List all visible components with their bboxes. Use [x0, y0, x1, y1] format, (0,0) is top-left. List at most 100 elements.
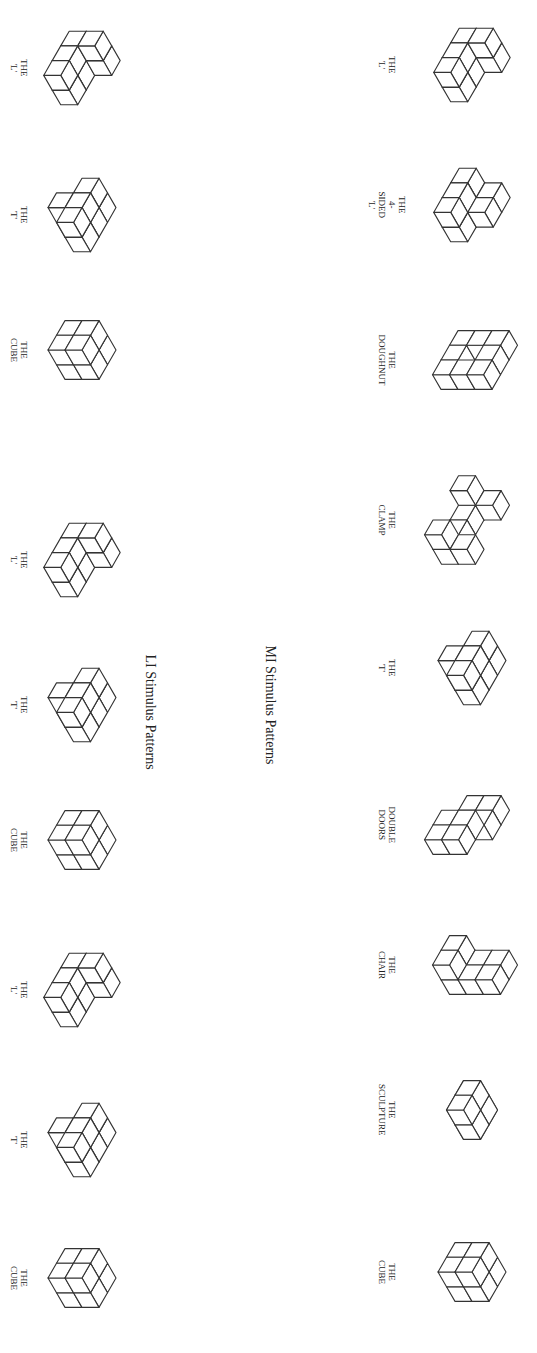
cube-face — [464, 1287, 490, 1302]
cube-face — [434, 198, 460, 213]
cube-face — [450, 476, 476, 491]
cube-face — [74, 178, 100, 193]
pattern-label: THE CUBE — [9, 338, 29, 362]
block-figure — [48, 668, 116, 742]
cube-face — [464, 631, 490, 646]
pattern-label: THE 'T' — [9, 696, 29, 714]
cube-face — [450, 491, 476, 506]
cube-face — [44, 75, 70, 90]
cube-face — [44, 553, 70, 568]
cube-face — [86, 61, 112, 76]
pattern-label: THE 'L' — [9, 59, 29, 77]
cube-face — [65, 840, 91, 855]
cube-face — [476, 505, 502, 520]
block-figure — [438, 1243, 506, 1302]
cube-face — [455, 1257, 481, 1272]
cube-face — [65, 825, 91, 840]
cube-face — [44, 567, 70, 582]
block-figure — [44, 953, 121, 1027]
cube-face — [74, 811, 100, 826]
cube-face — [57, 712, 83, 727]
pattern-label: THE 'L' — [377, 56, 397, 74]
cube-face — [78, 31, 104, 46]
pattern-label: THE 'T' — [9, 1131, 29, 1149]
cube-face — [52, 90, 78, 105]
cube-face — [433, 950, 459, 965]
cube-face — [52, 968, 78, 983]
cube-face — [74, 1293, 100, 1308]
cube-face — [434, 212, 460, 227]
cube-face — [475, 965, 501, 980]
block-figure — [48, 321, 116, 380]
cube-face — [52, 538, 78, 553]
block-figure — [48, 1103, 116, 1177]
cube-face — [86, 553, 112, 568]
cube-face — [441, 345, 467, 360]
block-figure — [48, 811, 116, 870]
cube-face — [434, 72, 460, 87]
cube-face — [44, 997, 70, 1012]
cube-face — [468, 198, 494, 213]
cube-face — [442, 87, 468, 102]
cube-face — [52, 582, 78, 597]
cube-face — [434, 58, 460, 73]
cube-face — [65, 1263, 91, 1278]
cube-face — [425, 535, 451, 550]
cube-face — [447, 1095, 473, 1110]
cube-face — [433, 965, 459, 980]
cube-face — [65, 1278, 91, 1293]
cube-face — [484, 950, 510, 965]
cube-face — [78, 523, 104, 538]
cube-face — [57, 208, 83, 223]
cube-face — [57, 222, 83, 237]
cube-face — [455, 646, 481, 661]
cube-face — [65, 193, 91, 208]
cube-face — [65, 237, 91, 252]
cube-face — [74, 1249, 100, 1264]
block-figure — [48, 1249, 116, 1308]
block-figure — [434, 168, 511, 242]
cube-face — [455, 1272, 481, 1287]
cube-face — [450, 810, 476, 825]
cube-face — [57, 1147, 83, 1162]
block-figure — [434, 28, 511, 102]
cube-face — [44, 61, 70, 76]
cube-face — [65, 335, 91, 350]
block-figure — [44, 31, 121, 105]
cube-face — [52, 46, 78, 61]
cube-face — [447, 675, 473, 690]
cube-face — [65, 350, 91, 365]
cube-face — [65, 683, 91, 698]
pattern-label: THE 'L' — [9, 551, 29, 569]
cube-face — [74, 1103, 100, 1118]
cube-face — [442, 825, 468, 840]
cube-face — [74, 855, 100, 870]
cube-face — [78, 968, 104, 983]
block-figure — [433, 331, 518, 390]
cube-face — [78, 46, 104, 61]
block-figure — [438, 631, 506, 705]
cube-face — [65, 727, 91, 742]
cube-face — [468, 212, 494, 227]
pattern-label: THE CUBE — [9, 1266, 29, 1290]
cube-face — [57, 1133, 83, 1148]
cube-face — [484, 331, 510, 346]
cube-face — [74, 321, 100, 336]
cube-face — [451, 168, 477, 183]
cube-face — [442, 840, 468, 855]
pattern-label: THE 'T' — [9, 206, 29, 224]
pattern-label: THE 4-SIDED 'L' — [367, 192, 407, 219]
cube-face — [450, 535, 476, 550]
section-title: LI Stimulus Patterns — [142, 655, 158, 770]
cube-face — [44, 983, 70, 998]
cube-face — [425, 520, 451, 535]
cube-face — [74, 668, 100, 683]
section-title: MI Stimulus Patterns — [262, 646, 278, 765]
cube-face — [467, 360, 493, 375]
cube-face — [475, 980, 501, 995]
pattern-label: THE SCULPTURE — [377, 1084, 397, 1136]
cube-face — [467, 375, 493, 390]
cube-face — [442, 183, 468, 198]
cube-face — [78, 953, 104, 968]
